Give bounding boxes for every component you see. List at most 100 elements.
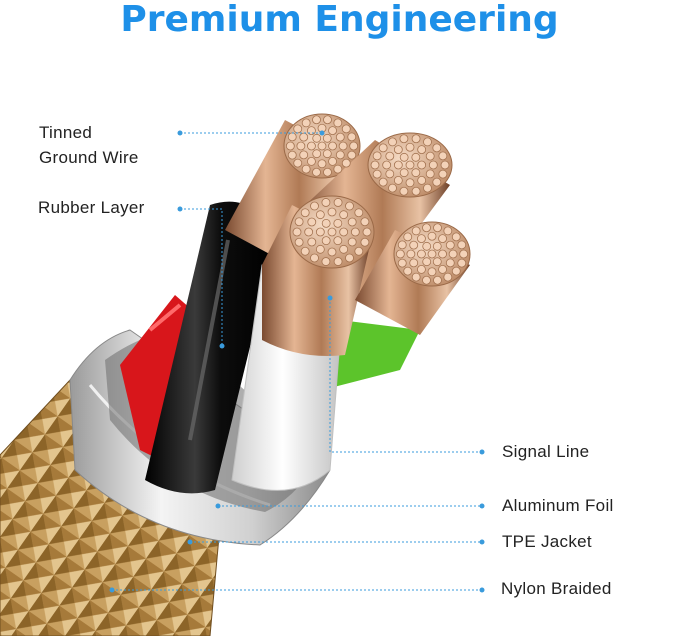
copper-strand bbox=[349, 141, 359, 151]
copper-strand bbox=[411, 134, 421, 144]
copper-strand bbox=[451, 232, 461, 242]
copper-strand bbox=[399, 186, 409, 196]
copper-strand bbox=[292, 227, 302, 237]
copper-strand bbox=[335, 132, 345, 142]
copper-strand bbox=[411, 152, 421, 162]
copper-strand bbox=[347, 217, 357, 227]
copper-strand bbox=[301, 118, 311, 128]
copper-strand bbox=[417, 264, 426, 274]
copper-strand bbox=[451, 266, 461, 276]
copper-strand bbox=[345, 253, 354, 263]
copper-strand bbox=[445, 240, 455, 250]
label-signal-line: Signal Line bbox=[502, 442, 590, 461]
copper-strand bbox=[341, 158, 351, 168]
copper-strand bbox=[422, 241, 432, 251]
copper-strand bbox=[438, 151, 448, 161]
copper-strand bbox=[315, 210, 325, 220]
copper-strand bbox=[327, 247, 337, 257]
copper-strand bbox=[378, 143, 388, 153]
copper-strand bbox=[411, 186, 421, 196]
copper-strand bbox=[287, 150, 297, 160]
page-title: Premium Engineering bbox=[120, 0, 559, 40]
copper-strand bbox=[378, 177, 388, 187]
copper-strand bbox=[459, 249, 469, 259]
copper-strand bbox=[425, 169, 435, 179]
copper-strand bbox=[293, 158, 303, 168]
copper-strand bbox=[350, 227, 360, 237]
copper-strand bbox=[360, 217, 370, 227]
copper-strand bbox=[427, 267, 437, 277]
copper-strand bbox=[327, 207, 337, 217]
copper-strand bbox=[399, 134, 409, 144]
copper-strand bbox=[333, 257, 343, 266]
copper-strand bbox=[411, 272, 421, 282]
copper-strand bbox=[433, 275, 442, 285]
copper-strand bbox=[323, 167, 332, 177]
label-tpe-jacket: TPE Jacket bbox=[502, 532, 592, 551]
copper-strand bbox=[339, 227, 349, 237]
copper-strand bbox=[300, 246, 310, 256]
dot-nylon-braided-b bbox=[479, 587, 485, 593]
copper-strand bbox=[428, 160, 438, 170]
copper-strand bbox=[339, 244, 349, 254]
copper-strand bbox=[307, 217, 317, 227]
copper-strand bbox=[405, 160, 415, 170]
leader-signal-line bbox=[329, 298, 482, 453]
copper-strand bbox=[328, 126, 337, 136]
copper-strand bbox=[294, 217, 304, 227]
copper-strand bbox=[317, 159, 327, 169]
copper-strand bbox=[405, 178, 415, 188]
copper-strand bbox=[333, 118, 343, 128]
label-tinned: Tinned bbox=[39, 123, 93, 142]
copper-strand bbox=[423, 183, 432, 193]
copper-strand bbox=[312, 149, 322, 159]
copper-strand bbox=[347, 150, 357, 160]
dot-tpe-jacket-a bbox=[187, 539, 193, 545]
copper-strand bbox=[406, 249, 416, 259]
copper-strand bbox=[385, 169, 395, 179]
copper-strand bbox=[341, 124, 351, 134]
copper-strand bbox=[427, 231, 437, 241]
copper-strand bbox=[432, 257, 442, 267]
copper-strand bbox=[422, 275, 431, 285]
copper-strand bbox=[397, 258, 407, 268]
copper-strand bbox=[285, 141, 295, 151]
copper-strand bbox=[321, 236, 331, 246]
copper-strand bbox=[328, 141, 337, 151]
copper-strand bbox=[315, 227, 325, 237]
dot-rubber-layer-b bbox=[219, 343, 225, 349]
copper-strand bbox=[307, 156, 316, 166]
copper-strand bbox=[333, 198, 343, 207]
copper-strand bbox=[432, 143, 442, 153]
copper-strand bbox=[301, 164, 311, 174]
copper-strand bbox=[417, 160, 427, 170]
copper-strand bbox=[423, 137, 432, 147]
copper-strand bbox=[333, 236, 343, 246]
copper-strand bbox=[445, 258, 455, 268]
dot-signal-line-b bbox=[479, 449, 485, 455]
copper-strand bbox=[395, 249, 405, 259]
copper-strand bbox=[399, 168, 409, 178]
copper-strand bbox=[393, 175, 403, 185]
copper-strand bbox=[438, 249, 447, 259]
copper-strand bbox=[433, 223, 442, 233]
copper-strand bbox=[399, 152, 409, 162]
copper-strand bbox=[405, 142, 415, 152]
copper-strand bbox=[322, 149, 332, 159]
copper-strand bbox=[388, 137, 397, 147]
copper-strand bbox=[382, 160, 392, 170]
copper-strand bbox=[310, 201, 319, 211]
copper-strand bbox=[440, 160, 450, 170]
label-nylon-braided: Nylon Braided bbox=[501, 579, 612, 598]
dot-tinned-ground-wire-a bbox=[177, 130, 183, 136]
copper-strand bbox=[322, 133, 332, 143]
copper-strand bbox=[417, 234, 426, 244]
copper-strand bbox=[393, 160, 403, 170]
copper-strand bbox=[393, 145, 403, 155]
copper-strand bbox=[409, 240, 419, 250]
copper-strand bbox=[432, 241, 442, 251]
copper-strand bbox=[372, 151, 382, 161]
copper-strand bbox=[422, 257, 432, 267]
copper-strand bbox=[409, 258, 419, 268]
copper-strand bbox=[328, 156, 337, 166]
